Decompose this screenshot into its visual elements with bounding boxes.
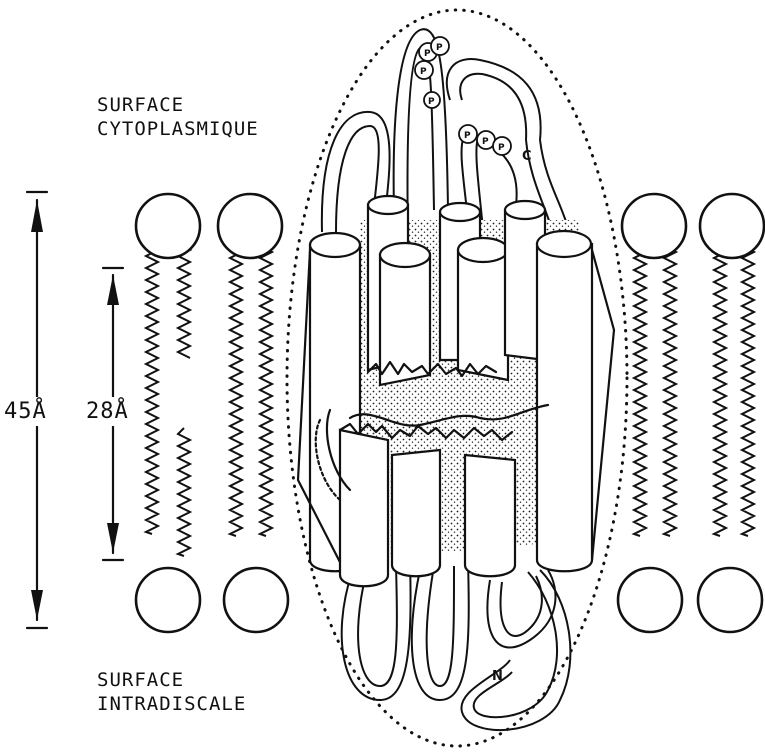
thickness-28A-label: 28Å	[84, 397, 131, 426]
lipid-left-1	[136, 194, 200, 632]
thickness-45A-label: 45Å	[2, 397, 49, 426]
cytoplasmic-surface-label: SURFACE CYTOPLASMIQUE	[97, 93, 259, 141]
intradiscal-label-line2: INTRADISCALE	[97, 692, 246, 716]
lipid-right-2	[698, 194, 764, 632]
phosphate-groups: P P P P P P P	[415, 37, 511, 155]
helix-5-lower	[465, 455, 515, 576]
intradiscal-label-line1: SURFACE	[97, 668, 246, 692]
lipid-left-2	[218, 194, 288, 632]
n-terminus-label: N	[492, 669, 503, 684]
svg-text:P: P	[420, 67, 427, 77]
svg-text:P: P	[464, 131, 471, 141]
helix-3-lower	[392, 450, 440, 576]
c-terminus-label: C	[522, 149, 532, 164]
helix-7	[537, 231, 592, 571]
lipid-right-1	[618, 194, 686, 632]
helix-2-lower	[340, 430, 388, 586]
svg-text:P: P	[498, 143, 505, 153]
phosphate-cluster-c-terminal: P P P	[459, 125, 511, 155]
svg-text:P: P	[424, 49, 431, 59]
svg-text:P: P	[428, 97, 435, 107]
svg-text:P: P	[436, 43, 443, 53]
helix-bundle	[298, 196, 614, 586]
cytoplasmic-label-line1: SURFACE	[97, 93, 259, 117]
helix-5	[458, 238, 508, 380]
svg-text:P: P	[482, 137, 489, 147]
cytoplasmic-label-line2: CYTOPLASMIQUE	[97, 117, 259, 141]
intradiscal-surface-label: SURFACE INTRADISCALE	[97, 668, 246, 716]
